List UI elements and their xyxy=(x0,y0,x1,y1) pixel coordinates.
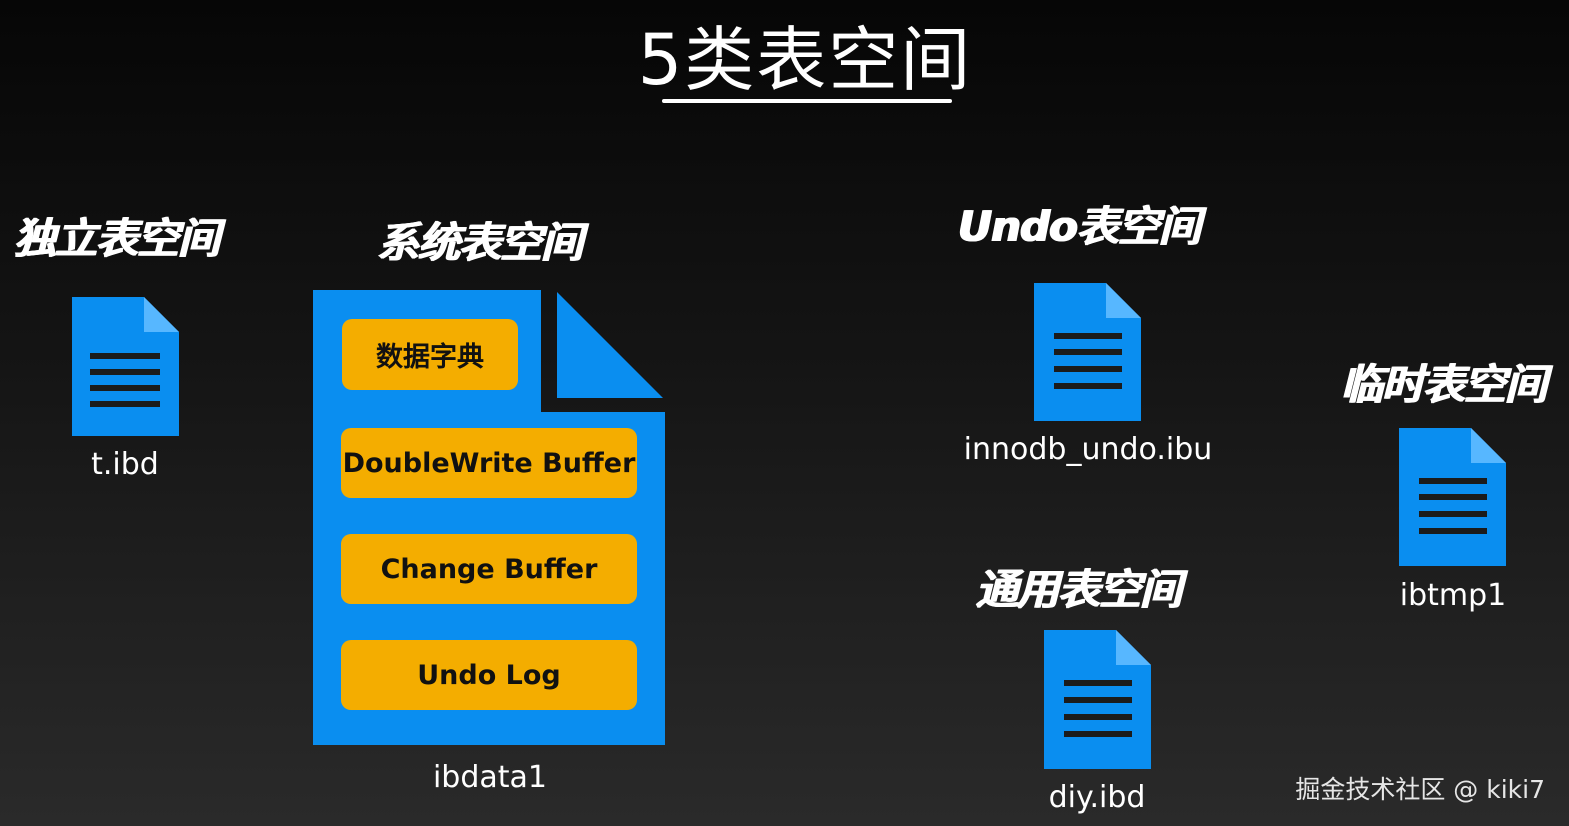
system-file-label: ibdata1 xyxy=(432,760,548,795)
undo-log-block: Undo Log xyxy=(341,640,637,710)
page-title: 5类表空间 xyxy=(637,19,973,101)
independent-tablespace-title: 独立表空间 xyxy=(14,214,220,263)
temporary-file-label: ibtmp1 xyxy=(1399,578,1507,613)
temporary-tablespace-title: 临时表空间 xyxy=(1341,360,1547,409)
independent-file-label: t.ibd xyxy=(91,447,159,482)
undo-tablespace-title: Undo表空间 xyxy=(958,202,1201,251)
data-dictionary-block: 数据字典 xyxy=(342,319,518,390)
document-icon xyxy=(1044,630,1151,769)
doublewrite-buffer-block: DoubleWrite Buffer xyxy=(341,428,637,498)
watermark: 掘金技术社区 @ kiki7 xyxy=(1295,775,1545,804)
general-file-label: diy.ibd xyxy=(1048,780,1146,815)
general-tablespace-title: 通用表空间 xyxy=(976,565,1182,614)
document-icon xyxy=(1034,283,1141,421)
system-tablespace-title: 系统表空间 xyxy=(377,218,583,267)
large-document-icon xyxy=(313,290,665,745)
document-icon xyxy=(72,297,179,436)
document-icon xyxy=(1399,428,1506,566)
title-underline xyxy=(662,99,952,103)
change-buffer-block: Change Buffer xyxy=(341,534,637,604)
undo-file-label: innodb_undo.ibu xyxy=(963,432,1213,467)
